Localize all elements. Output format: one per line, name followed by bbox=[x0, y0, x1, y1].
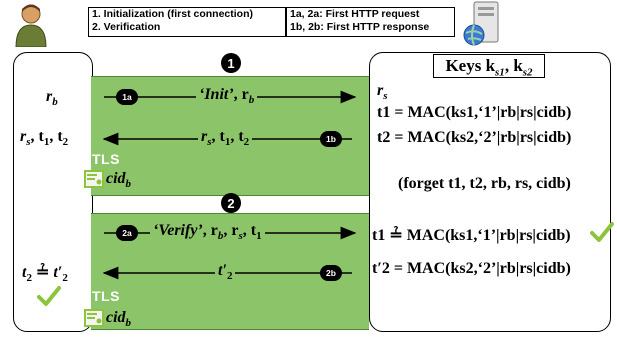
legend-verification: 2. Verification bbox=[92, 21, 161, 33]
certificate-icon bbox=[84, 309, 104, 327]
legend-right: 1a, 2a: First HTTP request 1b, 2b: First… bbox=[286, 7, 455, 37]
certificate-icon bbox=[84, 170, 104, 188]
step-1b-badge: 1b bbox=[320, 131, 342, 147]
msg-1b: rs, t1, t2 bbox=[198, 128, 253, 149]
legend-initialization: 1. Initialization (first connection) bbox=[92, 8, 254, 20]
server-t1-line: t1 = MAC(ks1,‘1’|rb|rs|cidb) bbox=[377, 104, 572, 121]
msg-1a: ‘Init’, rb bbox=[196, 86, 258, 107]
checkmark-icon bbox=[37, 286, 61, 306]
legend-request: 1a, 2a: First HTTP request bbox=[290, 8, 420, 20]
server-verify-line: t1 ≟ MAC(ks1,‘1’|rb|rs|cidb) bbox=[372, 227, 571, 244]
phase-1-badge: 1 bbox=[221, 53, 241, 73]
legend-left: 1. Initialization (first connection) 2. … bbox=[88, 7, 286, 37]
client-received: rs, t1, t2 bbox=[20, 128, 69, 149]
msg-2b: t′2 bbox=[215, 262, 236, 283]
server-icon bbox=[463, 1, 499, 46]
step-1a-badge: 1a bbox=[116, 89, 138, 105]
cid-1: cidb bbox=[106, 170, 132, 191]
server-box bbox=[369, 52, 611, 332]
phase-2-badge: 2 bbox=[221, 193, 241, 213]
step-2a-badge: 2a bbox=[116, 225, 138, 241]
tls-label-2: TLS bbox=[92, 288, 120, 304]
server-t2-line: t2 = MAC(ks2,‘2’|rb|rs|cidb) bbox=[377, 129, 572, 146]
client-check: t2 ≟ t′2 bbox=[22, 264, 68, 285]
keys-title: Keys ks1, ks2 bbox=[433, 54, 545, 78]
server-t2prime-line: t′2 = MAC(ks2,‘2’|rb|rs|cidb) bbox=[372, 260, 571, 277]
legend-response: 1b, 2b: First HTTP response bbox=[290, 21, 430, 33]
server-rs: rs bbox=[377, 82, 388, 103]
msg-2a: ‘Verify’, rb, rs, t1 bbox=[150, 222, 265, 243]
cid-2: cidb bbox=[106, 309, 132, 330]
tls-label-1: TLS bbox=[92, 151, 120, 167]
step-2b-badge: 2b bbox=[320, 265, 342, 281]
checkmark-icon bbox=[590, 222, 614, 242]
user-icon bbox=[15, 4, 47, 47]
server-forget: (forget t1, t2, rb, rs, cidb) bbox=[398, 175, 571, 192]
client-rb: rb bbox=[46, 88, 58, 109]
